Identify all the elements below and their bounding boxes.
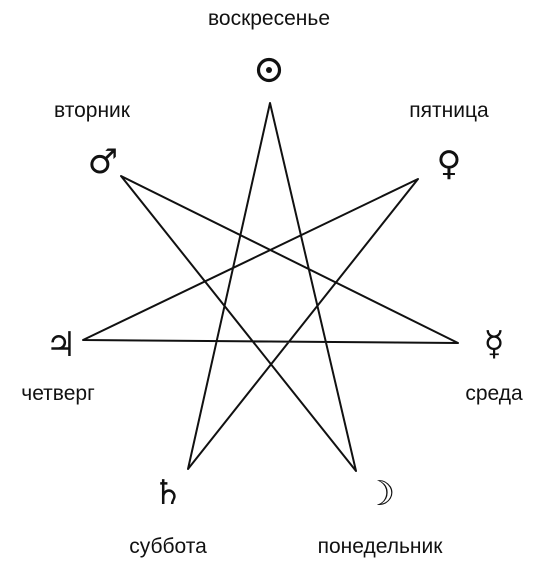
day-label-monday: понедельник [318,535,444,558]
node-wednesday: ☿ среда [465,324,523,405]
venus-icon: ♀ [437,144,462,184]
node-saturday: ♄ суббота [129,473,207,558]
mercury-icon: ☿ [484,324,505,364]
moon-icon: ☽ [365,474,395,514]
mars-icon: ♂ [88,142,118,182]
day-label-saturday: суббота [129,535,207,558]
node-monday: ☽ понедельник [318,474,444,558]
node-friday: пятница ♀ [409,99,489,184]
heptagram-star [82,102,459,472]
sun-icon [256,57,282,83]
saturn-icon: ♄ [153,473,183,513]
node-tuesday: вторник ♂ [54,99,131,182]
node-sunday: воскресенье [208,7,330,83]
day-label-thursday: четверг [21,382,95,405]
day-label-tuesday: вторник [54,99,131,122]
node-thursday: ♃ четверг [21,325,95,405]
day-label-friday: пятница [409,99,489,122]
day-label-wednesday: среда [465,382,523,405]
jupiter-icon: ♃ [46,325,76,365]
day-label-sunday: воскресенье [208,7,330,30]
